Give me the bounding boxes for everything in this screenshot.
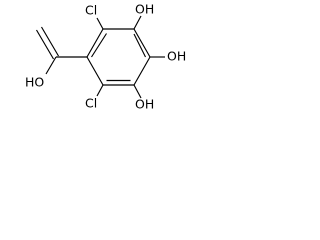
benzene-ring [86, 28, 151, 86]
ring-double-bond-top-right [133, 33, 147, 58]
bond-to-hydroxyl-top [133, 15, 142, 30]
atom-label-hydroxyl-middle: OH [167, 49, 186, 64]
chemical-structure: Cl OH OH OH Cl HO [25, 2, 186, 112]
substituent-bonds [36, 15, 165, 99]
ring-double-bond-upper-left [91, 33, 107, 58]
atom-label-hydroxyl-bottom: OH [135, 97, 154, 112]
atom-label-carboxyl-hydroxyl: HO [25, 75, 44, 90]
atom-label-hydroxyl-top: OH [135, 2, 154, 17]
ring-bond-lower-right [133, 56, 151, 86]
ring-bond-upper-right [133, 28, 151, 58]
atom-label-chlorine-bottom: Cl [85, 96, 97, 111]
bond-to-carboxyl-hydroxyl [45, 56, 57, 75]
atom-labels: Cl OH OH OH Cl HO [25, 2, 186, 112]
ring-bond-upper-left [86, 28, 104, 58]
carbonyl-double-bond-b [36, 29, 54, 60]
ring-bond-lower-left [86, 56, 104, 86]
atom-label-chlorine-top: Cl [85, 3, 97, 18]
bond-to-hydroxyl-bottom [133, 84, 142, 99]
carbonyl-double-bond-a [41, 26, 59, 57]
bond-to-chlorine-bottom [96, 84, 104, 97]
bond-to-chlorine-top [96, 17, 104, 30]
